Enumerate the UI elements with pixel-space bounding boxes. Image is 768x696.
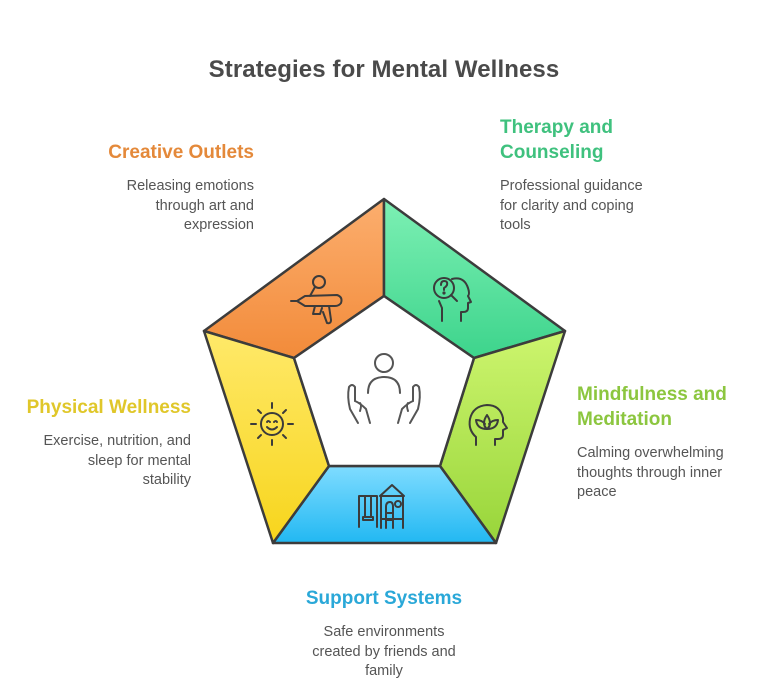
segment-label-therapy-counseling: Therapy and Counseling Professional guid… — [500, 115, 700, 236]
segment-heading: Creative Outlets — [108, 142, 254, 163]
description-line: tools — [500, 217, 531, 233]
segment-label-creative-outlets: Creative Outlets Releasing emotions thro… — [60, 140, 254, 236]
segment-description: Exercise, nutrition, and sleep for menta… — [10, 432, 192, 491]
description-line: Safe environments — [323, 624, 445, 640]
description-line: through art and — [155, 197, 254, 214]
description-line: Calming overwhelming — [577, 445, 724, 461]
center-pentagon — [292, 294, 476, 468]
description-line: Exercise, nutrition, and — [43, 433, 192, 449]
description-line: thoughts through inner — [577, 464, 723, 481]
description-line: expression — [183, 217, 254, 233]
description-line: Professional guidance — [500, 178, 643, 194]
person-in-hands-icon — [347, 353, 421, 424]
head-lotus-icon — [468, 404, 508, 446]
heading-line: Mindfulness and — [577, 384, 727, 405]
segment-heading: Therapy and Counseling — [500, 115, 700, 165]
description-line: created by friends and — [312, 643, 456, 660]
heading-line: Counseling — [500, 142, 604, 163]
segment-description: Calming overwhelming thoughts through in… — [577, 444, 762, 503]
diagram-title: Strategies for Mental Wellness — [208, 56, 560, 83]
playground-icon — [358, 484, 405, 529]
heading-line: Meditation — [577, 409, 672, 430]
description-line: Releasing emotions — [126, 178, 254, 194]
segment-description: Releasing emotions through art and expre… — [60, 177, 254, 236]
segment-label-physical-wellness: Physical Wellness Exercise, nutrition, a… — [10, 395, 191, 491]
head-question-magnifier-icon — [433, 277, 472, 322]
segment-heading: Support Systems — [305, 588, 463, 609]
heading-line: Therapy and — [500, 117, 613, 138]
description-line: stability — [142, 472, 191, 488]
segment-label-mindfulness-meditation: Mindfulness and Meditation Calming overw… — [577, 382, 762, 503]
segment-heading: Mindfulness and Meditation — [577, 382, 762, 432]
description-line: peace — [577, 484, 617, 500]
segment-heading: Physical Wellness — [26, 397, 191, 418]
smiling-sun-icon — [250, 402, 294, 446]
segment-description: Safe environments created by friends and… — [260, 623, 508, 682]
glue-gun-icon — [290, 275, 343, 325]
description-line: for clarity and coping — [500, 197, 634, 214]
description-line: family — [365, 663, 403, 679]
segment-description: Professional guidance for clarity and co… — [500, 177, 700, 236]
segment-label-support-systems: Support Systems Safe environments create… — [260, 586, 508, 682]
description-line: sleep for mental — [87, 452, 191, 469]
